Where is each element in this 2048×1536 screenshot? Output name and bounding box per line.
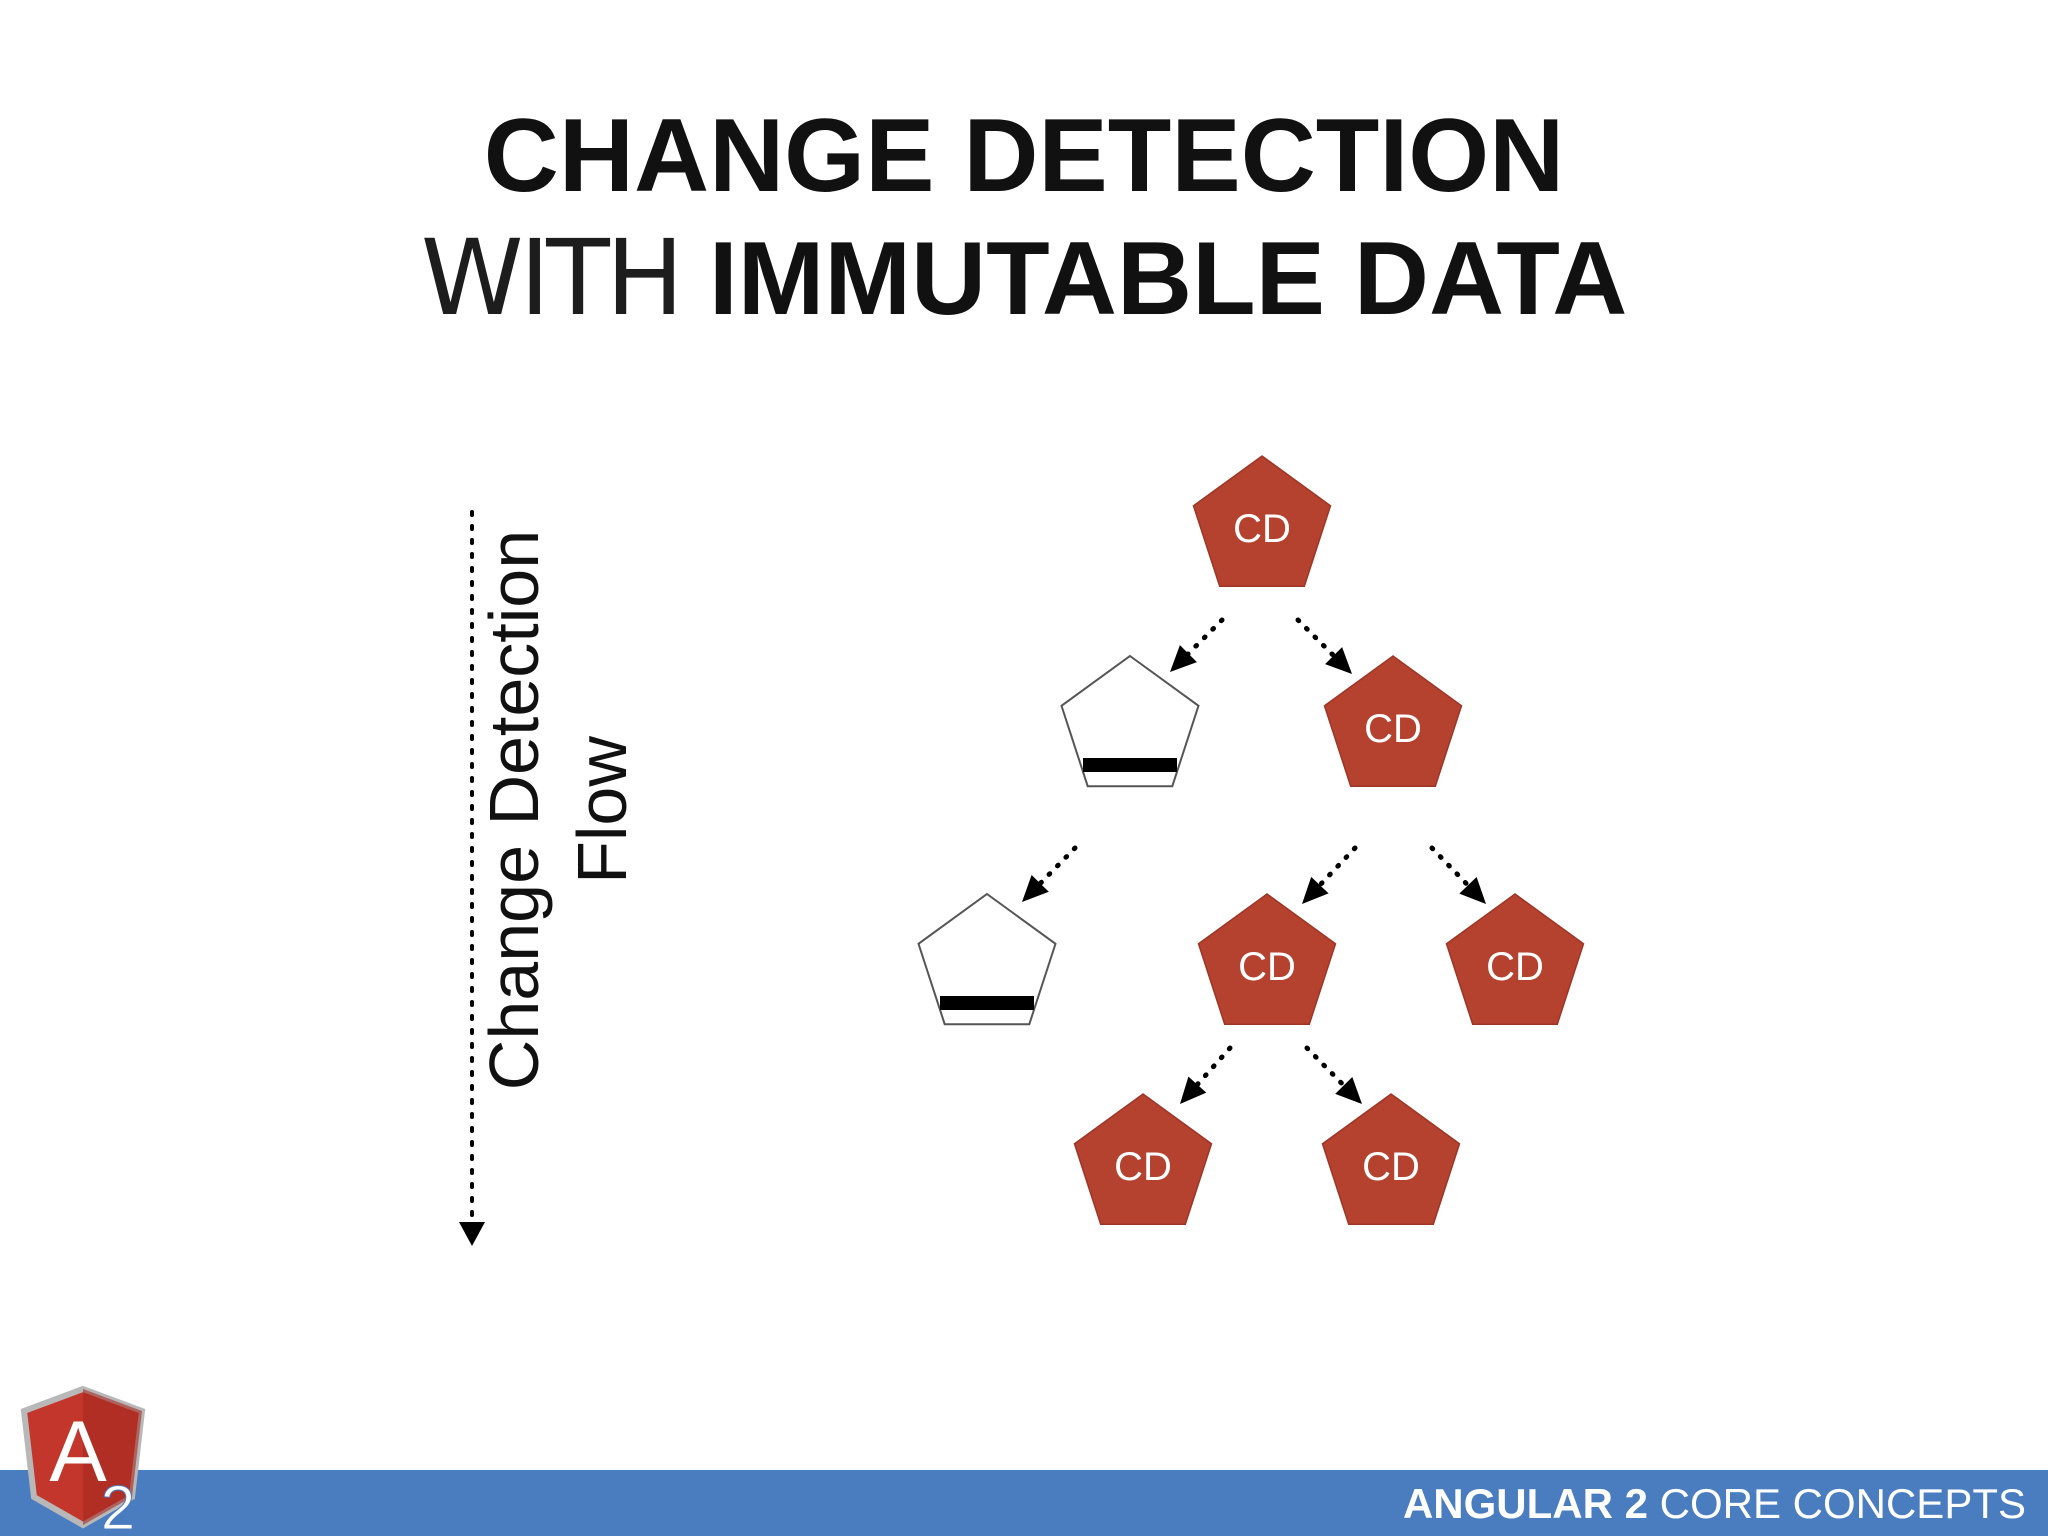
edge-mid-2-to-left-3 <box>1180 1045 1233 1104</box>
cd-label: CD <box>1486 945 1544 989</box>
edge-dotted-line <box>1314 845 1358 891</box>
cd-pentagon <box>1445 893 1585 1025</box>
title-light-word: WITH <box>420 217 684 339</box>
edge-right-1-to-mid-2 <box>1302 845 1358 904</box>
edge-root-to-right-1 <box>1295 617 1352 674</box>
edge-arrow-head <box>1180 1076 1207 1104</box>
edge-dotted-line <box>1192 1045 1233 1091</box>
node-right-3: CD <box>1321 1093 1461 1225</box>
edge-root-to-left-1 <box>1170 617 1225 672</box>
cd-pentagon <box>1321 1093 1461 1225</box>
logo-number: 2 <box>101 1474 135 1535</box>
tree-nodes: CD CD CD CD CD CD <box>917 455 1585 1225</box>
edge-left-1-to-left-2 <box>1022 845 1078 902</box>
title-line-2: WITH IMMUTABLE DATA <box>0 217 2048 340</box>
cd-label: CD <box>1364 707 1422 751</box>
edge-arrow-head <box>1302 876 1329 904</box>
logo-letter: A <box>49 1404 107 1500</box>
cd-label: CD <box>1233 507 1291 551</box>
flow-label-line-2: Flow <box>563 736 641 884</box>
node-right-1: CD <box>1323 655 1463 787</box>
node-root: CD <box>1192 455 1332 587</box>
footer-light-text: CORE CONCEPTS <box>1659 1480 2026 1527</box>
node-mid-2: CD <box>1197 893 1337 1025</box>
edge-dotted-line <box>1295 617 1339 661</box>
slide-title: CHANGE DETECTION WITH IMMUTABLE DATA <box>0 95 2048 340</box>
footer-text: ANGULAR 2 CORE CONCEPTS <box>1403 1480 2026 1528</box>
cd-pentagon <box>1323 655 1463 787</box>
edge-dotted-line <box>1034 845 1078 889</box>
cd-pentagon <box>1073 1093 1213 1225</box>
edge-right-1-to-right-2 <box>1429 845 1486 904</box>
flow-arrow-head <box>459 1222 485 1246</box>
edge-dotted-line <box>1304 1045 1350 1091</box>
angular-logo-icon: A 2 <box>20 1385 146 1535</box>
title-line-1: CHANGE DETECTION <box>483 98 1565 214</box>
edge-dotted-line <box>1183 617 1225 659</box>
skipped-bar-icon <box>940 996 1034 1010</box>
skipped-bar-icon <box>1083 758 1177 772</box>
tree-edges <box>1022 617 1486 1104</box>
node-right-2: CD <box>1445 893 1585 1025</box>
footer-bar: ANGULAR 2 CORE CONCEPTS <box>0 1470 2048 1536</box>
footer-bold-text: ANGULAR 2 <box>1402 1480 1648 1527</box>
edge-arrow-head <box>1335 1077 1362 1104</box>
title-bold-words: IMMUTABLE DATA <box>708 221 1628 337</box>
edge-arrow-head <box>1325 647 1352 674</box>
node-left-3: CD <box>1073 1093 1213 1225</box>
cd-label: CD <box>1238 945 1296 989</box>
cd-label: CD <box>1114 1145 1172 1189</box>
skipped-pentagon <box>917 892 1057 1026</box>
edge-arrow-head <box>1459 877 1486 904</box>
node-left-2 <box>917 892 1057 1026</box>
edge-arrow-head <box>1022 875 1049 902</box>
cd-pentagon <box>1192 455 1332 587</box>
flow-label: Change Detection Flow <box>470 450 670 1170</box>
edge-dotted-line <box>1429 845 1474 891</box>
cd-label: CD <box>1362 1145 1420 1189</box>
cd-pentagon <box>1197 893 1337 1025</box>
skipped-pentagon <box>1060 654 1200 788</box>
edge-arrow-head <box>1170 645 1197 672</box>
flow-label-line-1: Change Detection <box>475 529 553 1091</box>
edge-mid-2-to-right-3 <box>1304 1045 1362 1104</box>
node-left-1 <box>1060 654 1200 788</box>
